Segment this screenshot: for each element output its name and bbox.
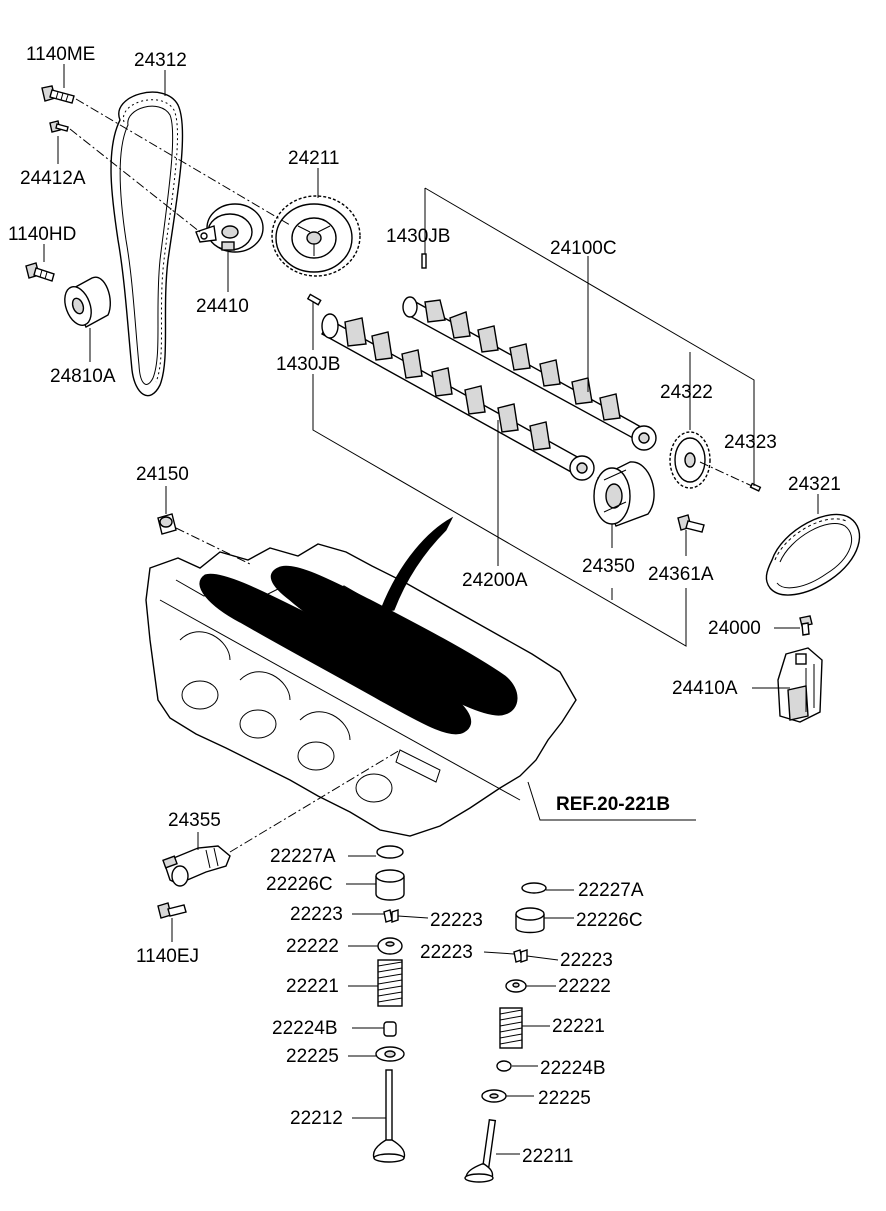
retainer-22222-right[interactable] [505, 979, 527, 993]
label-22223-right-2: 22223 [560, 950, 613, 971]
label-22225-left: 22225 [286, 1046, 339, 1067]
label-24321: 24321 [788, 474, 841, 495]
idler-pulley-24810a[interactable] [60, 276, 111, 329]
retainer-22222-left[interactable] [377, 937, 403, 955]
timing-chain-24321[interactable] [765, 513, 861, 596]
label-22227a-right: 22227A [578, 880, 644, 901]
label-1140me: 1140ME [26, 44, 95, 65]
label-24410a: 24410A [672, 678, 738, 699]
bolt-24000[interactable] [799, 615, 813, 636]
shim-22227a-right[interactable] [521, 882, 547, 894]
valve-22212[interactable] [372, 1069, 406, 1163]
pin-1430jb-top[interactable] [421, 253, 427, 269]
spring-22221-right[interactable] [499, 1007, 523, 1049]
label-24312: 24312 [134, 50, 187, 71]
tappet-22226c-left[interactable] [375, 869, 405, 901]
cam-sprocket-24211[interactable] [271, 195, 361, 277]
label-1140ej: 1140EJ [136, 946, 199, 967]
label-22223-left-2: 22223 [430, 910, 483, 931]
chain-tensioner-24410a[interactable] [777, 647, 823, 723]
oil-control-valve-24355[interactable] [162, 845, 231, 887]
sprocket-24322[interactable] [669, 431, 711, 489]
cvvt-assembly-24350[interactable] [593, 461, 655, 527]
installed-camshafts [199, 516, 518, 735]
label-22224b-left: 22224B [272, 1018, 338, 1039]
camshaft-24100c[interactable] [402, 296, 657, 451]
retainer-lock-22223-left[interactable] [383, 909, 399, 923]
pin-24323[interactable] [749, 482, 762, 492]
label-22222-right: 22222 [558, 976, 611, 997]
label-24150: 24150 [136, 464, 189, 485]
spring-22221-left[interactable] [377, 959, 403, 1007]
label-24000: 24000 [708, 618, 761, 639]
label-24412a: 24412A [20, 168, 86, 189]
label-22211: 22211 [522, 1146, 573, 1167]
label-24322: 24322 [660, 382, 713, 403]
label-1430jb-top: 1430JB [386, 226, 450, 247]
label-24410: 24410 [196, 296, 249, 317]
label-22226c-right: 22226C [576, 910, 643, 931]
label-22223-left-1: 22223 [290, 904, 343, 925]
valve-22211[interactable] [464, 1119, 497, 1183]
label-22221-right: 22221 [552, 1016, 605, 1037]
label-24361a: 24361A [648, 564, 714, 585]
valve-parts-exhaust [464, 882, 547, 1183]
retainer-lock-22223-right[interactable] [513, 949, 528, 963]
nut-24150[interactable] [157, 513, 177, 535]
label-24810a: 24810A [50, 366, 116, 387]
label-22225-right: 22225 [538, 1088, 591, 1109]
seal-22224b-left[interactable] [383, 1021, 397, 1037]
bolt-1140ej[interactable] [157, 902, 187, 919]
bolt-1140me[interactable] [41, 85, 75, 104]
label-24323: 24323 [724, 432, 777, 453]
valve-parts-intake [372, 845, 406, 1163]
label-24350: 24350 [582, 556, 635, 577]
label-22226c-left: 22226C [266, 874, 333, 895]
bolt-24361a[interactable] [677, 514, 705, 533]
label-22222-left: 22222 [286, 936, 339, 957]
camshaft-24200a[interactable] [321, 313, 595, 481]
shim-22227a-left[interactable] [376, 845, 404, 859]
leader-lines [43, 64, 819, 1155]
reference-label: REF.20-221B [556, 794, 670, 815]
label-22227a-left: 22227A [270, 846, 336, 867]
label-22212: 22212 [290, 1108, 343, 1129]
label-24200a: 24200A [462, 570, 528, 591]
bolt-24412a[interactable] [49, 120, 69, 133]
label-24100c: 24100C [550, 238, 617, 259]
bolt-1140hd[interactable] [25, 262, 55, 282]
part-number-labels: 1140ME 24312 24412A 24211 1140HD 24410 2… [8, 44, 841, 1167]
seat-22225-left[interactable] [375, 1046, 405, 1062]
label-1430jb-mid: 1430JB [276, 354, 340, 375]
label-22224b-right: 22224B [540, 1058, 606, 1079]
label-22221-left: 22221 [286, 976, 339, 997]
tappet-22226c-right[interactable] [515, 907, 545, 934]
seal-22224b-right[interactable] [496, 1060, 512, 1072]
seat-22225-right[interactable] [481, 1089, 507, 1103]
tensioner-24410[interactable] [195, 203, 264, 253]
timing-belt[interactable] [110, 91, 184, 397]
pin-1430jb-mid[interactable] [306, 293, 322, 306]
label-24211: 24211 [288, 148, 339, 169]
label-24355: 24355 [168, 810, 221, 831]
label-1140hd: 1140HD [8, 224, 76, 245]
label-22223-right-1: 22223 [420, 942, 473, 963]
